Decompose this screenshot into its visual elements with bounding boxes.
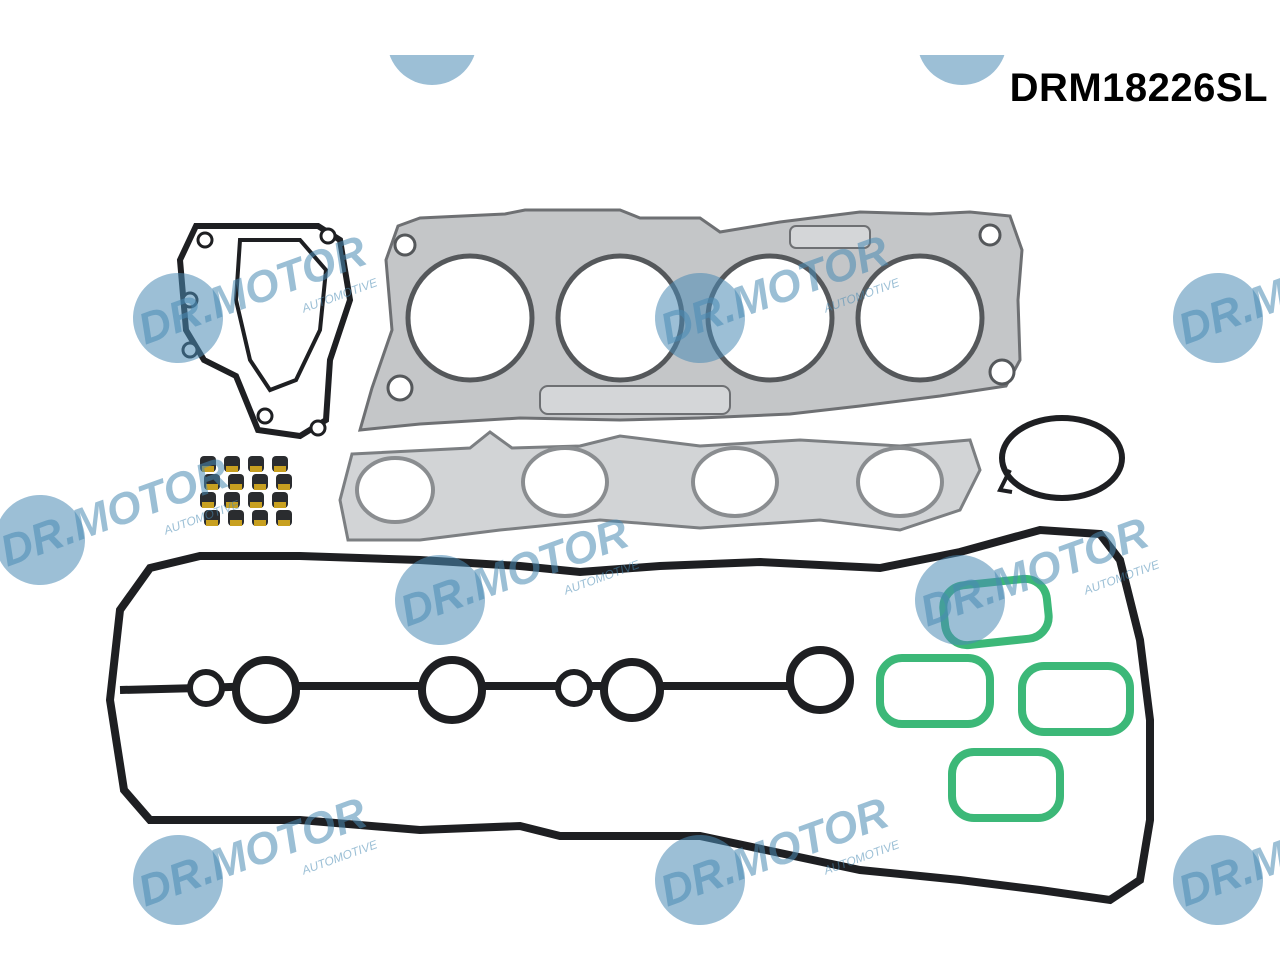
exhaust-manifold-gasket <box>338 430 982 542</box>
valve-stem-seal-cap <box>250 502 262 508</box>
watermark-circle <box>133 835 223 925</box>
valve-stem-seal-cap <box>202 466 214 472</box>
valve-stem-seal-cap <box>254 484 266 490</box>
watermark-circle <box>0 495 85 585</box>
housing-gasket <box>176 223 354 440</box>
watermark-circle <box>395 555 485 645</box>
watermark-circle <box>655 273 745 363</box>
valve-stem-seal-cap <box>250 466 262 472</box>
valve-stem-seal-cap <box>278 484 290 490</box>
valve-cover-gasket <box>105 525 1154 905</box>
watermark-circle <box>1173 273 1263 363</box>
cylinder-head-gasket <box>357 208 1024 432</box>
watermark-circle <box>1173 835 1263 925</box>
valve-stem-seal-cap <box>230 520 242 526</box>
part-number: DRM18226SL <box>1009 66 1268 110</box>
valve-stem-seals <box>200 456 292 526</box>
valve-stem-seal-cap <box>206 484 218 490</box>
watermark-circle <box>915 555 1005 645</box>
valve-stem-seal-cap <box>206 520 218 526</box>
valve-stem-seal-cap <box>274 466 286 472</box>
valve-stem-seal-cap <box>254 520 266 526</box>
valve-stem-seal-cap <box>278 520 290 526</box>
valve-stem-seal-cap <box>226 502 238 508</box>
valve-stem-seal-cap <box>202 502 214 508</box>
throttle-seal-ring <box>997 415 1125 501</box>
watermark-circle <box>655 835 745 925</box>
valve-stem-seal-cap <box>230 484 242 490</box>
watermark-circle <box>133 273 223 363</box>
valve-stem-seal-cap <box>226 466 238 472</box>
valve-stem-seal-cap <box>274 502 286 508</box>
